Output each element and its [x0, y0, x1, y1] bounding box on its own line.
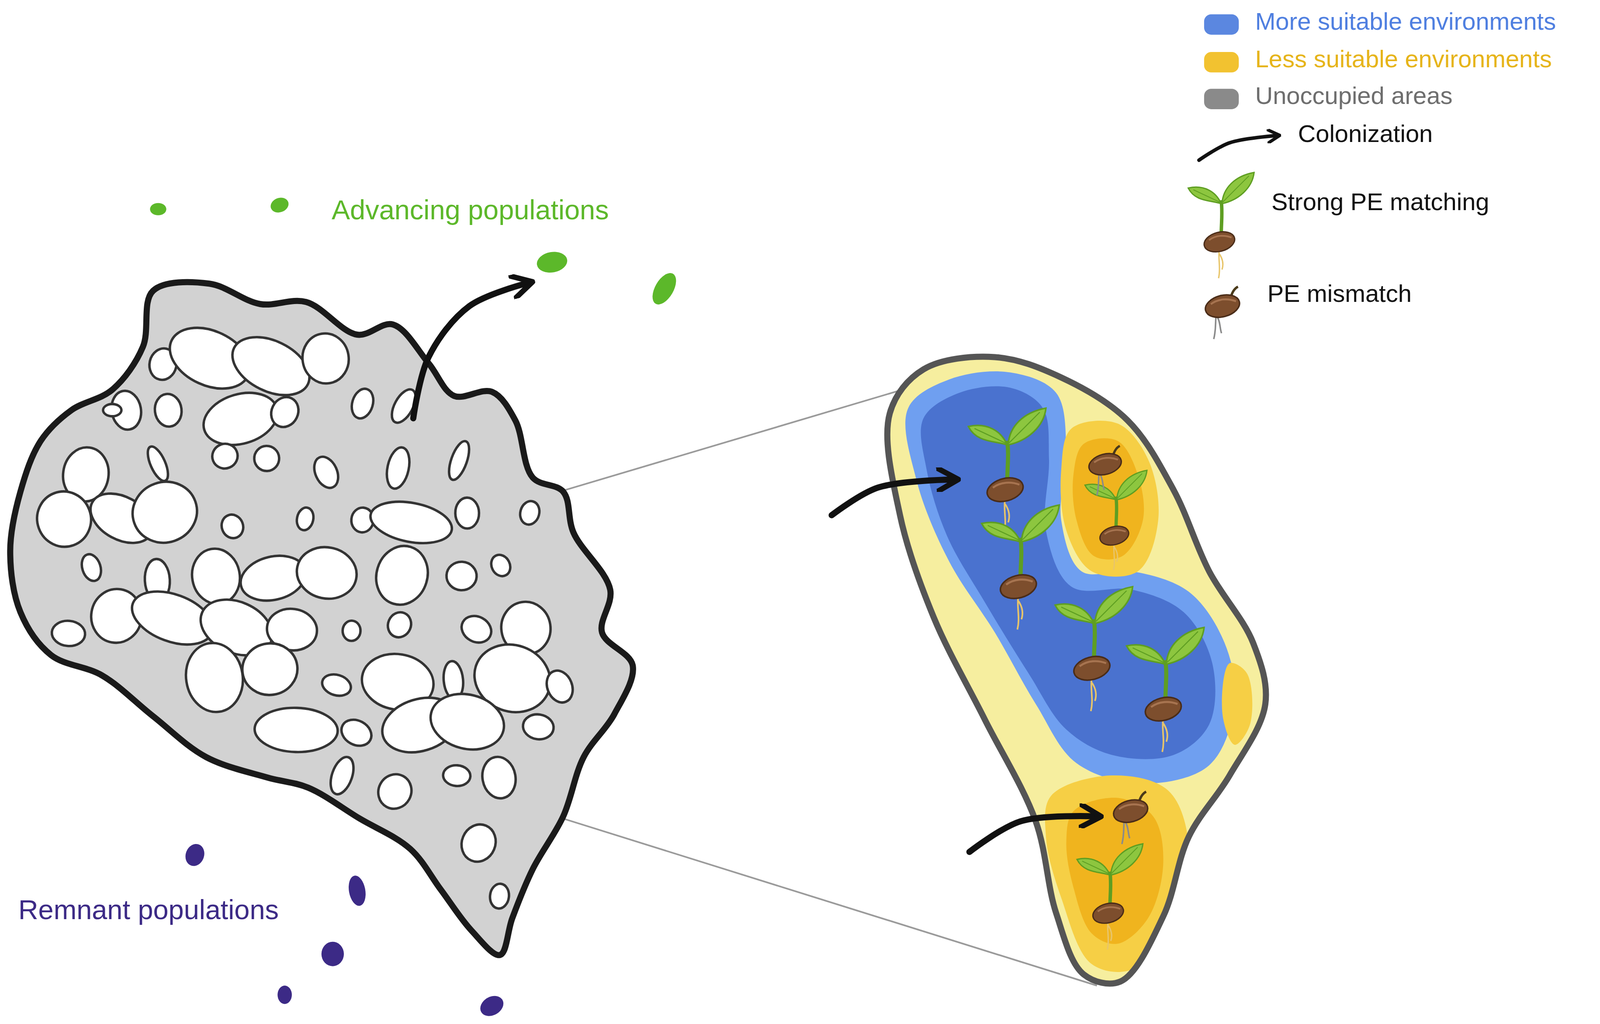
range-gap [488, 883, 510, 910]
patch-outline [887, 356, 1267, 984]
legend-label: Colonization [1298, 120, 1434, 148]
range-gap [348, 386, 377, 422]
remnant-population [346, 874, 368, 908]
population-label: Advancing populations [331, 195, 610, 226]
range-gap [124, 473, 205, 552]
range-gap [143, 443, 173, 484]
range-gap [372, 768, 418, 815]
matched-seedling [968, 408, 1046, 533]
range-gap [342, 620, 361, 642]
matched-seedling [1084, 470, 1147, 571]
range-gap [309, 453, 343, 492]
legend-label: Strong PE matching [1271, 188, 1490, 216]
matched-seedling [1187, 172, 1254, 279]
range-gap [50, 619, 87, 648]
range-gap [319, 671, 354, 700]
less-suitable-core [1072, 438, 1144, 560]
legend-label: More suitable environments [1255, 8, 1557, 36]
range-gap [444, 438, 474, 483]
range-gap [455, 819, 502, 868]
population-label: Remnant populations [18, 896, 279, 927]
legend-swatch [1204, 51, 1239, 73]
range-gap [298, 329, 353, 387]
remnant-population [182, 841, 208, 870]
matched-seedling [1126, 627, 1204, 752]
range-gap [517, 498, 543, 527]
range-gap [208, 439, 242, 473]
range-gap [336, 714, 376, 752]
range-gap [253, 445, 281, 472]
range-gap [367, 495, 456, 550]
range-gap [457, 610, 496, 648]
range-gap [478, 754, 519, 802]
range-gap [424, 686, 510, 757]
range-gap [238, 640, 301, 699]
less-suitable-core [1066, 797, 1164, 945]
remnant-population [321, 941, 344, 967]
range-gap [78, 551, 105, 584]
range-gap [29, 483, 99, 555]
legend-label: PE mismatch [1267, 280, 1412, 308]
legend-swatch [1204, 14, 1239, 35]
mismatched-seed [1202, 286, 1243, 340]
advancing-population [268, 195, 291, 215]
matched-seedling [1055, 586, 1133, 712]
legend-swatch [1204, 88, 1239, 110]
remnant-population [476, 992, 508, 1021]
less-suitable-area [1222, 662, 1253, 745]
range-blob [10, 282, 634, 956]
range-gap [103, 404, 122, 417]
mismatched-seed [1111, 791, 1151, 845]
range-gap [521, 712, 556, 742]
legend-arrow-sample [1198, 135, 1276, 161]
range-gap [487, 551, 514, 580]
matched-seedling [1077, 843, 1143, 950]
more-suitable-area [905, 371, 1236, 784]
colonization-arrow [969, 816, 1095, 852]
range-gap [369, 539, 436, 612]
range-gap [218, 511, 247, 542]
range-gap [445, 561, 478, 592]
range-gap [253, 706, 339, 754]
range-gap [442, 764, 471, 788]
colonization-arrow [413, 283, 526, 419]
range-gap [542, 666, 578, 707]
legend-label: Less suitable environments [1255, 45, 1552, 73]
matched-seedling [981, 505, 1060, 630]
range-gap [383, 445, 413, 491]
range-gap [384, 608, 416, 641]
range-gap [292, 541, 362, 605]
advancing-population [647, 269, 681, 309]
range-gap [266, 392, 304, 432]
range-gap [294, 505, 316, 532]
mismatched-seed [1086, 446, 1124, 496]
more-suitable-core [920, 386, 1216, 760]
legend-label: Unoccupied areas [1255, 82, 1453, 110]
range-gap [455, 497, 480, 530]
patch-ground [887, 356, 1267, 984]
range-gap [187, 544, 245, 609]
remnant-population [277, 985, 292, 1005]
range-gap [180, 638, 248, 717]
colonization-arrow [831, 479, 951, 516]
range-gap [152, 392, 184, 429]
range-gap [326, 754, 358, 798]
advancing-population [535, 249, 569, 275]
advancing-population [149, 203, 167, 216]
